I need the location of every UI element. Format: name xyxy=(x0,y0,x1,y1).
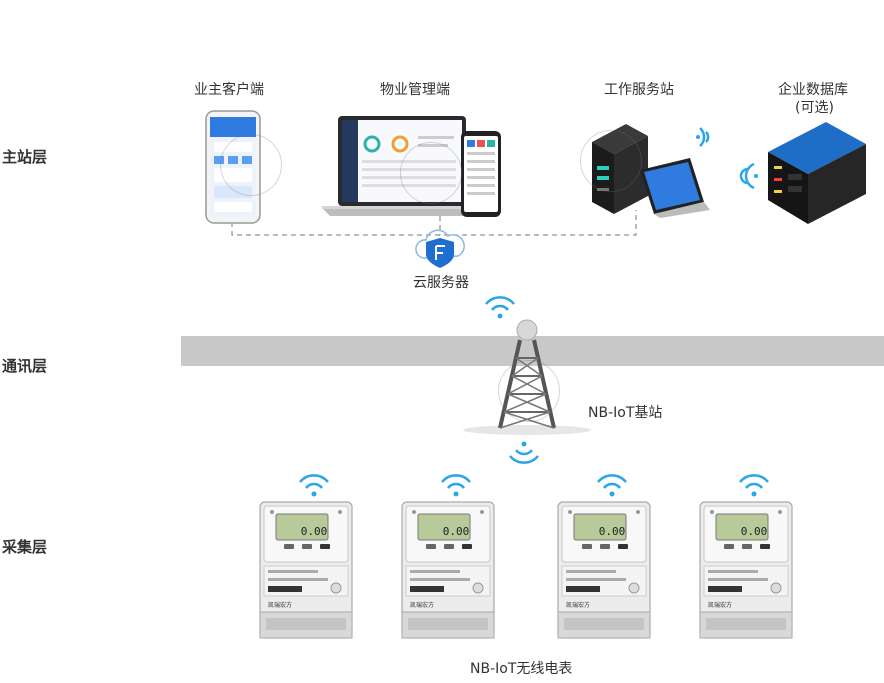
meter-display: 0.00 xyxy=(301,525,328,538)
phone-device-small xyxy=(461,131,501,217)
layer-label-collect: 采集层 xyxy=(2,538,48,556)
meter-display: 0.00 xyxy=(443,525,470,538)
nbiot-station-label: NB-IoT基站 xyxy=(588,405,663,421)
wifi-icon xyxy=(485,296,515,319)
watermark xyxy=(400,142,462,204)
wifi-icon xyxy=(739,474,769,497)
electric-meter-3: 0.00 凯瑞宏方 xyxy=(557,501,651,639)
wifi-icon xyxy=(739,162,758,190)
electric-meter-4: 0.00 凯瑞宏方 xyxy=(699,501,793,639)
meter-brand: 凯瑞宏方 xyxy=(566,601,590,609)
nbiot-meter-label: NB-IoT无线电表 xyxy=(470,661,573,677)
property-client-label: 物业管理端 xyxy=(380,82,450,98)
cloud-shield-icon xyxy=(415,229,465,268)
layer-label-comm: 通讯层 xyxy=(2,357,48,375)
watermark xyxy=(498,360,560,422)
database-device xyxy=(768,122,866,224)
wifi-icon xyxy=(441,474,471,497)
work-server-label: 工作服务站 xyxy=(604,82,674,98)
meter-display: 0.00 xyxy=(741,525,768,538)
wifi-icon xyxy=(509,441,539,464)
owner-client-label: 业主客户端 xyxy=(194,82,264,98)
watermark xyxy=(220,134,282,196)
watermark xyxy=(580,130,642,192)
meter-display: 0.00 xyxy=(599,525,626,538)
meter-brand: 凯瑞宏方 xyxy=(708,601,732,609)
wifi-icon xyxy=(299,474,329,497)
meter-brand: 凯瑞宏方 xyxy=(268,601,292,609)
electric-meter-1: 0.00 凯瑞宏方 xyxy=(259,501,353,639)
wifi-icon xyxy=(597,474,627,497)
wifi-icon xyxy=(696,127,710,147)
layer-label-master: 主站层 xyxy=(2,148,48,166)
electric-meter-2: 0.00 凯瑞宏方 xyxy=(401,501,495,639)
enterprise-db-optional-label: (可选) xyxy=(795,100,834,116)
meter-brand: 凯瑞宏方 xyxy=(410,601,434,609)
enterprise-db-label: 企业数据库 xyxy=(778,82,848,98)
cloud-server-label: 云服务器 xyxy=(413,275,469,291)
